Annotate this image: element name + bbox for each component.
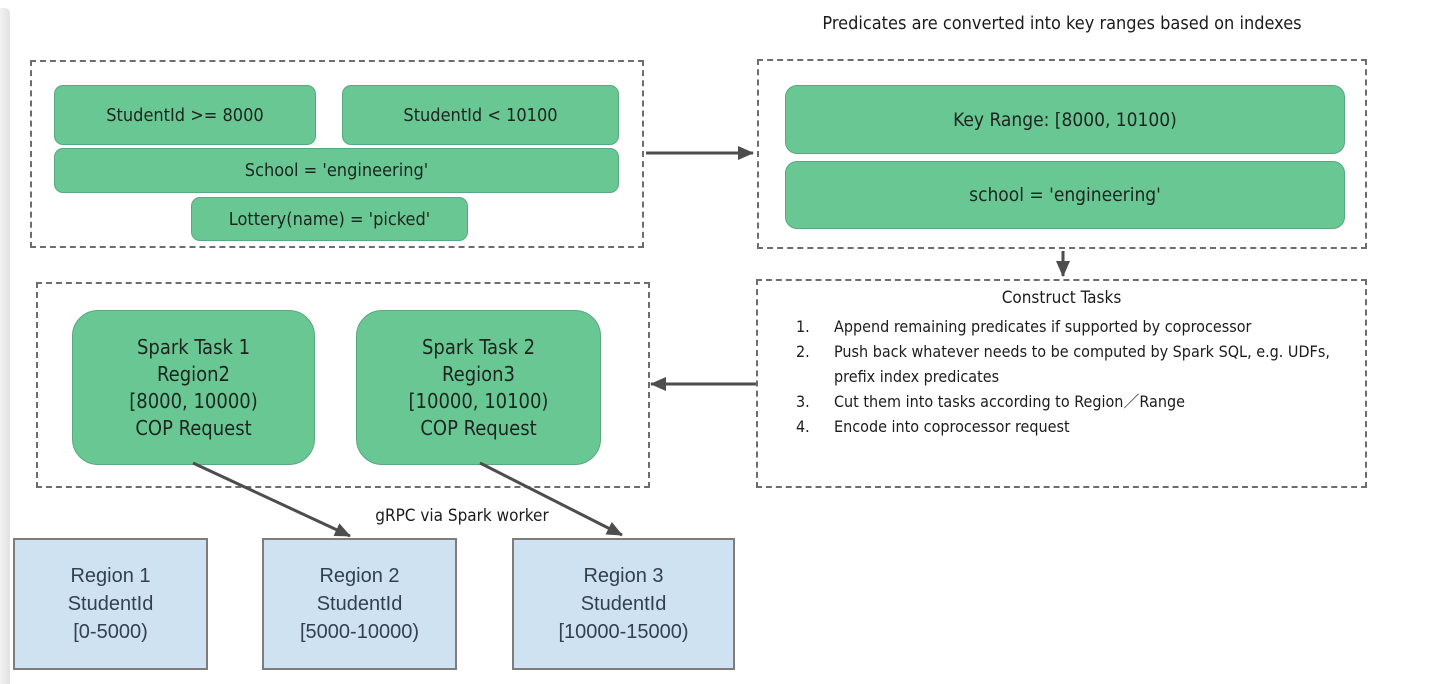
task-number: 1. [796, 317, 810, 336]
region-line: StudentId [67, 593, 154, 615]
spark-task-line: [10000, 10100) [408, 388, 549, 413]
spark-task-line: Region3 [442, 361, 515, 386]
task-item: 2. Push back whatever needs to be comput… [782, 339, 1357, 389]
spark-task-line: Spark Task 1 [136, 334, 251, 359]
region-3-box: Region 3 StudentId [10000-15000) [512, 538, 735, 670]
spark-task-2-box: Spark Task 2 Region3 [10000, 10100) COP … [356, 310, 601, 465]
region-line: Region 3 [583, 565, 664, 587]
diagram-title: Predicates are converted into key ranges… [822, 13, 1302, 34]
spark-tasks-group-box: Spark Task 1 Region2 [8000, 10000) COP R… [36, 282, 650, 488]
key-range-school-predicate: school = 'engineering' [785, 161, 1345, 229]
spark-task-1-box: Spark Task 1 Region2 [8000, 10000) COP R… [72, 310, 315, 465]
task-number: 4. [796, 417, 810, 436]
task-item: 3. Cut them into tasks according to Regi… [782, 389, 1357, 414]
predicates-group-box: StudentId >= 8000 StudentId < 10100 Scho… [30, 60, 644, 248]
task-number: 3. [796, 392, 810, 411]
spark-task-line: Spark Task 2 [421, 334, 536, 359]
spark-task-line: [8000, 10000) [129, 388, 258, 413]
predicate-studentid-lt: StudentId < 10100 [342, 85, 619, 145]
spark-task-line: COP Request [135, 415, 252, 440]
region-line: Region 1 [70, 565, 151, 587]
key-range-value: Key Range: [8000, 10100) [785, 85, 1345, 154]
task-item: 4. Encode into coprocessor request [782, 414, 1357, 439]
spark-task-line: Region2 [157, 361, 230, 386]
region-1-box: Region 1 StudentId [0-5000) [13, 538, 208, 670]
task-text: Cut them into tasks according to Region／… [834, 392, 1186, 411]
region-line: [5000-10000) [300, 621, 419, 643]
region-line: StudentId [316, 593, 403, 615]
task-text: Append remaining predicates if supported… [834, 317, 1252, 336]
task-text: Push back whatever needs to be computed … [834, 342, 1330, 386]
task-number: 2. [796, 342, 810, 361]
region-line: [0-5000) [73, 621, 148, 643]
construct-tasks-list: 1. Append remaining predicates if suppor… [782, 314, 1357, 439]
key-range-group-box: Key Range: [8000, 10100) school = 'engin… [757, 59, 1367, 249]
grpc-via-spark-worker-label: gRPC via Spark worker [375, 506, 549, 526]
task-item: 1. Append remaining predicates if suppor… [782, 314, 1357, 339]
page-edge-bar [0, 8, 10, 684]
spark-task-line: COP Request [420, 415, 537, 440]
predicate-school: School = 'engineering' [54, 148, 619, 193]
region-line: StudentId [580, 593, 667, 615]
construct-tasks-box: Construct Tasks 1. Append remaining pred… [756, 279, 1367, 488]
task-text: Encode into coprocessor request [834, 417, 1070, 436]
construct-tasks-title: Construct Tasks [1001, 288, 1122, 308]
region-2-box: Region 2 StudentId [5000-10000) [262, 538, 457, 670]
region-line: Region 2 [319, 565, 400, 587]
region-line: [10000-15000) [558, 621, 689, 643]
predicate-lottery: Lottery(name) = 'picked' [191, 197, 468, 241]
predicate-studentid-gte: StudentId >= 8000 [54, 85, 316, 145]
